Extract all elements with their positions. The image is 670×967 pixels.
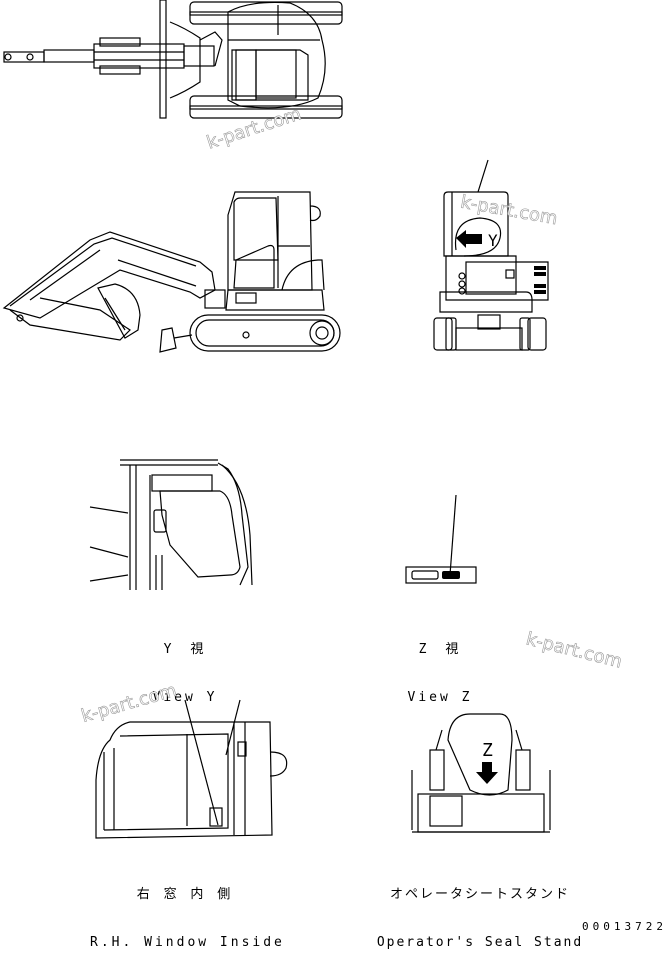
seat-stand-label-en: Operator's Seal Stand: [376, 935, 584, 950]
rh-window-label-en: R.H. Window Inside: [90, 935, 285, 950]
excavator-top-view-icon: [3, 0, 343, 119]
arrow-left-icon: [456, 230, 482, 248]
seat-stand-label-jp: オペレータシートスタンド: [389, 887, 570, 902]
operator-seat-stand-icon: Z: [411, 713, 551, 833]
rh-window-inside-icon: [95, 699, 288, 839]
view-z-label-jp: Z 視: [418, 642, 462, 657]
excavator-side-view-icon: [2, 191, 341, 353]
watermark: k-part.com: [523, 628, 625, 673]
leader-line: [477, 159, 489, 193]
rear-view-drawing: Y: [400, 159, 570, 360]
rh-window-caption: 右 窓 内 側 R.H. Window Inside: [90, 855, 285, 967]
document-number: 00013722: [582, 920, 667, 933]
cab-window-view-y-icon: [89, 459, 253, 590]
rh-window-drawing: [90, 699, 290, 845]
seat-stand-drawing: Z: [410, 710, 560, 840]
marker-z: Z: [482, 740, 493, 761]
leader-line: [184, 699, 219, 826]
leader-line: [89, 506, 129, 514]
side-view-drawing: [0, 180, 350, 360]
view-y-caption: Y 視 View Y: [130, 610, 240, 722]
top-view-drawing: [0, 0, 350, 130]
view-z-caption: Z 視 View Z: [385, 610, 495, 722]
leader-line: [89, 546, 129, 558]
view-z-drawing: [400, 494, 490, 590]
seat-stand-view-z-icon: [405, 494, 477, 584]
leader-line: [449, 494, 457, 576]
view-z-label-en: View Z: [407, 690, 473, 705]
seat-stand-caption: オペレータシートスタンド Operator's Seal Stand: [375, 855, 585, 967]
rh-window-label-jp: 右 窓 内 側: [136, 887, 234, 902]
marker-y: Y: [488, 231, 498, 250]
view-y-label-jp: Y 視: [163, 642, 207, 657]
view-y-label-en: View Y: [152, 690, 218, 705]
view-y-drawing: [89, 455, 260, 595]
arrow-down-icon: [476, 762, 498, 784]
excavator-rear-view-icon: Y: [433, 159, 549, 351]
leader-line: [89, 574, 129, 582]
